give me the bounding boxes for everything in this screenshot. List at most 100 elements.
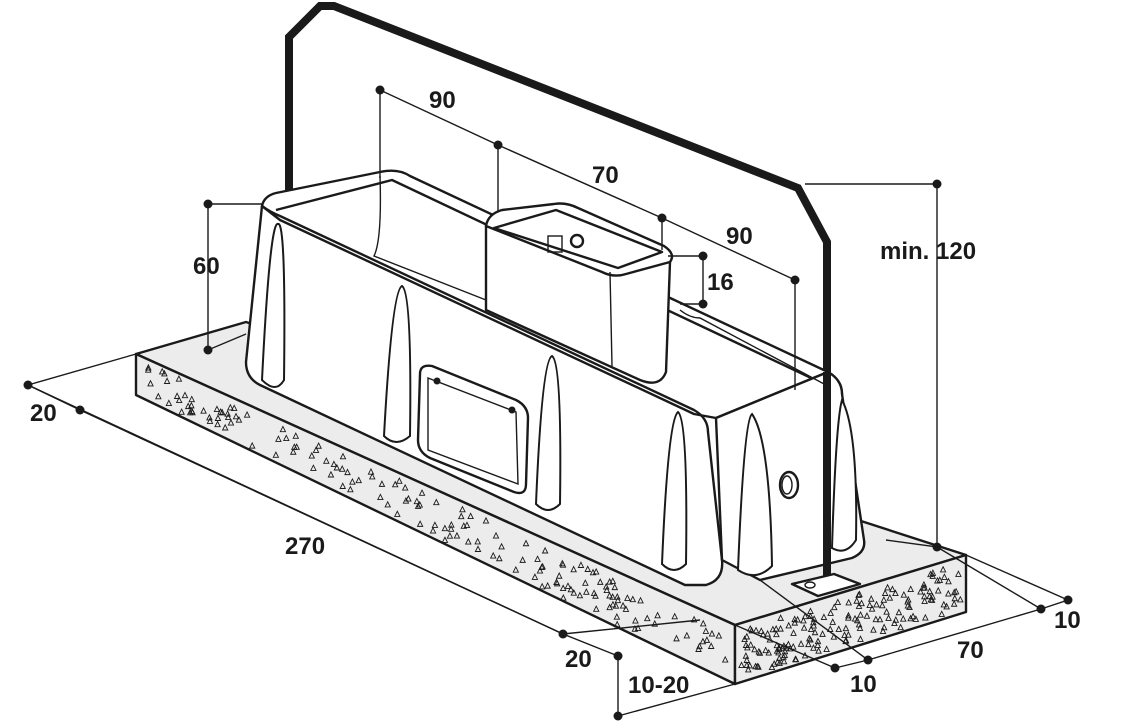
concrete-speck bbox=[213, 405, 221, 412]
lid-front-edge bbox=[609, 271, 613, 367]
dim-dot bbox=[203, 199, 213, 209]
concrete-speck bbox=[810, 644, 817, 651]
concrete-speck bbox=[907, 585, 915, 592]
concrete-speck bbox=[853, 597, 861, 604]
label-base-10-front: 10 bbox=[850, 671, 877, 698]
concrete-speck bbox=[446, 532, 454, 539]
concrete-speck bbox=[945, 577, 952, 585]
concrete-speck bbox=[200, 406, 207, 414]
concrete-speck bbox=[900, 590, 908, 598]
concrete-speck bbox=[775, 648, 782, 656]
concrete-speck bbox=[522, 539, 530, 547]
concrete-speck bbox=[785, 621, 793, 629]
concrete-speck bbox=[845, 611, 852, 619]
concrete-speck bbox=[402, 496, 410, 504]
concrete-speck bbox=[909, 612, 917, 620]
concrete-speck bbox=[347, 485, 354, 493]
concrete-speck bbox=[560, 594, 567, 601]
concrete-speck bbox=[378, 480, 386, 487]
concrete-speck bbox=[613, 593, 621, 600]
dim-ext-base-corner bbox=[734, 624, 836, 669]
interior-corner-right bbox=[679, 309, 827, 386]
concrete-speck bbox=[907, 614, 914, 622]
concrete-speck bbox=[744, 665, 752, 673]
concrete-speck bbox=[567, 585, 575, 593]
concrete-speck bbox=[856, 590, 863, 598]
concrete-speck bbox=[206, 417, 214, 424]
concrete-speck bbox=[789, 642, 797, 650]
ground-plate-hole-icon bbox=[804, 581, 816, 589]
label-70-top: 70 bbox=[592, 162, 619, 189]
concrete-speck bbox=[751, 645, 758, 653]
concrete-speck bbox=[544, 581, 551, 589]
concrete-speck bbox=[609, 577, 617, 584]
concrete-speck bbox=[322, 457, 330, 464]
concrete-speck bbox=[883, 608, 890, 615]
concrete-speck bbox=[922, 613, 929, 621]
concrete-speck bbox=[940, 600, 948, 608]
concrete-speck bbox=[738, 661, 745, 669]
concrete-speck bbox=[757, 627, 765, 634]
concrete-speck bbox=[868, 605, 876, 612]
concrete-speck bbox=[396, 477, 403, 484]
concrete-speck bbox=[741, 635, 748, 642]
concrete-speck bbox=[161, 369, 168, 377]
concrete-speck bbox=[173, 392, 181, 399]
concrete-speck bbox=[752, 626, 760, 634]
concrete-speck bbox=[460, 522, 468, 529]
concrete-speck bbox=[622, 605, 630, 612]
concrete-speck bbox=[835, 625, 843, 633]
concrete-speck bbox=[339, 452, 347, 460]
concrete-speck bbox=[474, 545, 482, 552]
concrete-speck bbox=[457, 512, 465, 520]
label-base-70: 70 bbox=[957, 637, 984, 664]
concrete-speck bbox=[834, 598, 842, 606]
concrete-speck bbox=[892, 616, 900, 623]
concrete-speck bbox=[768, 663, 776, 670]
concrete-speck bbox=[891, 619, 898, 627]
concrete-speck bbox=[715, 631, 723, 639]
concrete-speck bbox=[498, 542, 505, 550]
concrete-speck bbox=[613, 613, 621, 620]
dim-ext-base-front bbox=[562, 619, 701, 635]
concrete-speck bbox=[624, 594, 631, 601]
concrete-speck bbox=[315, 442, 322, 449]
concrete-speck bbox=[214, 414, 222, 421]
concrete-speck bbox=[224, 413, 232, 421]
concrete-speck bbox=[463, 521, 471, 529]
concrete-speck bbox=[809, 618, 817, 626]
concrete-speck bbox=[559, 584, 567, 592]
concrete-speck bbox=[344, 468, 351, 476]
concrete-speck bbox=[707, 642, 715, 649]
concrete-speck bbox=[806, 634, 813, 642]
concrete-speck bbox=[519, 556, 526, 563]
concrete-speck bbox=[338, 465, 346, 472]
concrete-speck bbox=[414, 502, 422, 509]
dim-dot bbox=[932, 179, 942, 189]
concrete-speck bbox=[721, 655, 729, 663]
concrete-speck bbox=[464, 537, 472, 545]
concrete-speck bbox=[917, 587, 924, 595]
label-base-10-20: 10-20 bbox=[628, 672, 689, 699]
concrete-speck bbox=[781, 651, 789, 659]
concrete-speck bbox=[217, 408, 225, 415]
concrete-speck bbox=[632, 616, 639, 624]
concrete-speck bbox=[858, 599, 865, 607]
concrete-speck bbox=[801, 612, 809, 620]
concrete-speck bbox=[777, 614, 784, 621]
concrete-speck bbox=[673, 634, 680, 642]
concrete-speck bbox=[541, 546, 549, 554]
concrete-speck bbox=[800, 624, 808, 631]
concrete-speck bbox=[845, 598, 853, 606]
concrete-speck bbox=[928, 596, 936, 603]
concrete-speck bbox=[495, 554, 503, 562]
concrete-speck bbox=[576, 591, 584, 599]
concrete-speck bbox=[895, 608, 903, 616]
concrete-speck bbox=[934, 586, 942, 594]
concrete-speck bbox=[830, 603, 838, 611]
concrete-speck bbox=[899, 614, 907, 622]
concrete-speck bbox=[416, 520, 424, 527]
concrete-speck bbox=[634, 624, 642, 632]
concrete-speck bbox=[879, 627, 887, 634]
